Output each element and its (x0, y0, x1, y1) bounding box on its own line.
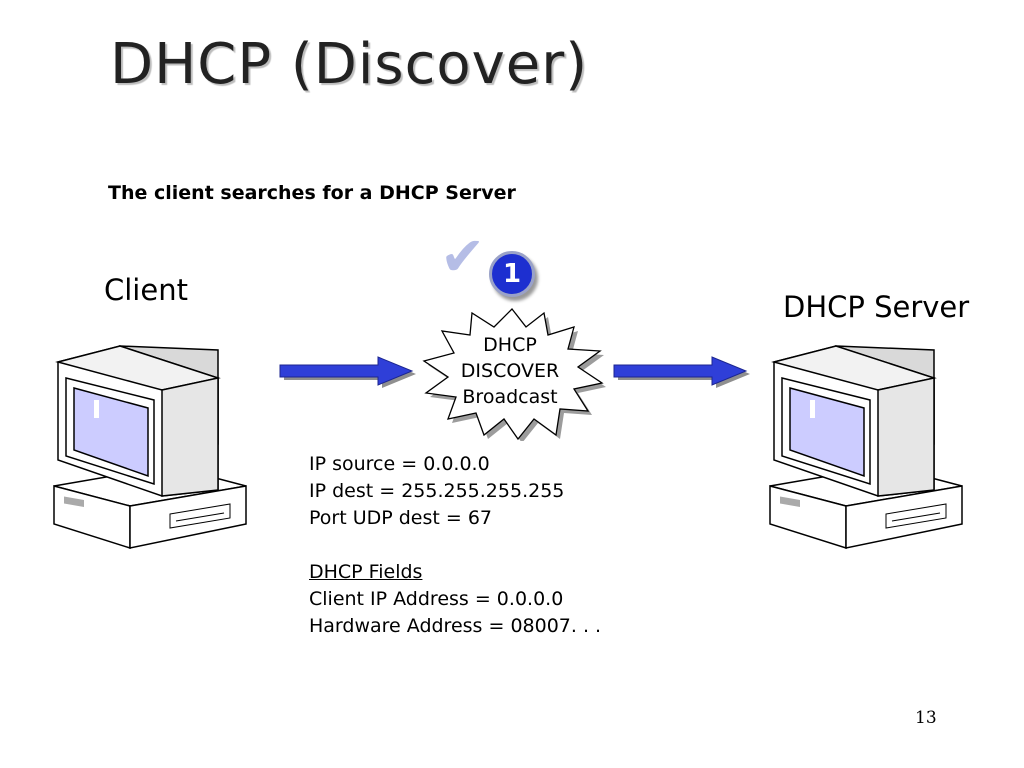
arrow-right-icon (279, 356, 416, 388)
dhcp-fields-heading: DHCP Fields (309, 559, 422, 586)
server-computer-icon (769, 345, 963, 550)
page-number: 13 (915, 708, 937, 728)
client-ip-text: Client IP Address = 0.0.0.0 (309, 588, 564, 610)
message-line: DISCOVER (460, 360, 560, 382)
broadcast-burst-icon (422, 308, 606, 441)
slide-subtitle: The client searches for a DHCP Server (108, 182, 516, 204)
client-label: Client (104, 273, 188, 307)
checkmark-icon: ✔ (440, 225, 486, 288)
server-label: DHCP Server (783, 290, 970, 324)
ip-source-text: IP source = 0.0.0.0 (309, 453, 490, 475)
port-text: Port UDP dest = 67 (309, 507, 493, 529)
hardware-address-text: Hardware Address = 08007. . . (309, 615, 602, 637)
client-computer-icon (53, 345, 247, 550)
ip-dest-text: IP dest = 255.255.255.255 (309, 480, 565, 502)
discover-message-label: DHCP DISCOVER Broadcast (445, 332, 575, 410)
dhcp-fields-heading-text: DHCP Fields (309, 561, 423, 583)
arrow-right-icon (613, 356, 750, 388)
slide-title: DHCP (Discover) (110, 32, 589, 97)
message-line: DHCP (483, 334, 537, 356)
step-number-badge: 1 (489, 251, 535, 297)
message-line: Broadcast (462, 386, 558, 408)
